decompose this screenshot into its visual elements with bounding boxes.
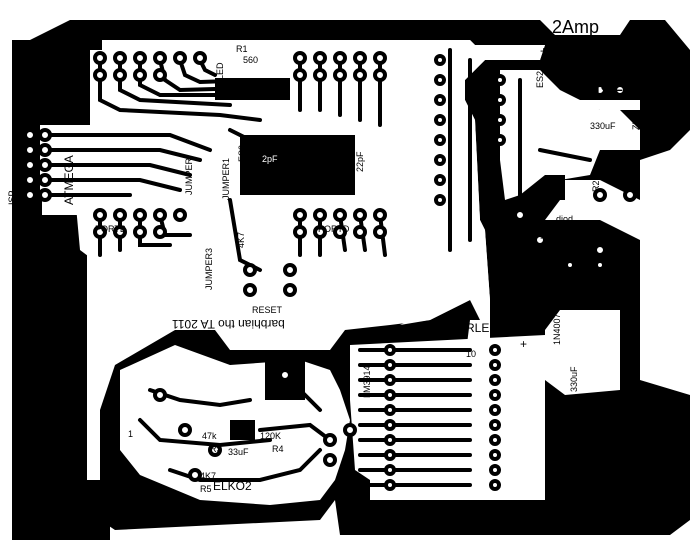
pads bbox=[23, 51, 637, 491]
credit-text-vertical: barbhian tho TA 2011 bbox=[53, 360, 67, 473]
atmega-chip-label: ATMEGA bbox=[62, 155, 76, 205]
pin-1-label: 1 bbox=[128, 429, 134, 439]
cap-330uf-label: 330uF bbox=[590, 121, 616, 131]
es2b-label: ES2 bbox=[587, 262, 597, 280]
cap-33uf-elko-label: 33uF bbox=[228, 447, 249, 457]
led-label: LED bbox=[215, 62, 225, 80]
portd-label: PORTD bbox=[318, 224, 350, 234]
barled-label: BARLED bbox=[450, 321, 499, 335]
zener-label: ZE bbox=[631, 118, 641, 130]
r1-value-label: 560 bbox=[243, 55, 259, 65]
cap-22pf-b-label: 22pF bbox=[355, 151, 365, 172]
r1-label: R1 bbox=[236, 44, 248, 54]
res-120k-label: 120K bbox=[260, 431, 282, 441]
plus-mark-b: + bbox=[540, 231, 548, 245]
diode-1n4007-label: 1N4007 bbox=[552, 313, 562, 345]
credit-text: barbhian tho TA 2011 bbox=[172, 317, 285, 331]
amp-rating-label: 2Amp bbox=[552, 17, 600, 37]
plus-mark-a: + bbox=[540, 44, 548, 58]
jumper-label: JUMPER bbox=[184, 157, 194, 195]
jumper3-label: JUMPER3 bbox=[204, 247, 214, 290]
plus-mark-d: + bbox=[520, 337, 528, 351]
res-4k7b-label: 4K7 bbox=[200, 471, 217, 481]
isp-header-label: ISP bbox=[7, 190, 17, 205]
es4-label: ES4 bbox=[589, 292, 599, 310]
r5-label: R5 bbox=[200, 484, 212, 494]
r4-label: R4 bbox=[272, 444, 284, 454]
diode-label: diod bbox=[556, 214, 574, 224]
portb-label: PORTB bbox=[95, 224, 126, 234]
jumper4-label: JUMPER4 bbox=[527, 255, 537, 298]
jumper1-label: JUMPER1 bbox=[221, 157, 231, 200]
res-47k-label: 47k bbox=[202, 431, 217, 441]
pin-10-label: 10 bbox=[466, 349, 477, 359]
cap-33uf-label: 330uF bbox=[569, 366, 579, 392]
fuse-label: FUSE bbox=[576, 81, 625, 101]
r2-label: R2 bbox=[591, 180, 601, 192]
plus-mark-c: + bbox=[643, 184, 651, 198]
res-4k7-label: 4K7 bbox=[236, 231, 246, 248]
cap-22pf-a-label: 2pF bbox=[262, 154, 278, 164]
reset-label: RESET bbox=[252, 305, 283, 315]
lm3914-label: LM3914 bbox=[362, 365, 372, 398]
r3-label: R3 bbox=[210, 444, 222, 454]
lm25-regulator-label: LM25 bbox=[536, 181, 546, 204]
components bbox=[215, 78, 565, 440]
es2-label: ES2 bbox=[535, 70, 545, 88]
elko2-label: ELKO2 bbox=[213, 479, 252, 493]
es3-label: ES3 bbox=[237, 144, 247, 162]
